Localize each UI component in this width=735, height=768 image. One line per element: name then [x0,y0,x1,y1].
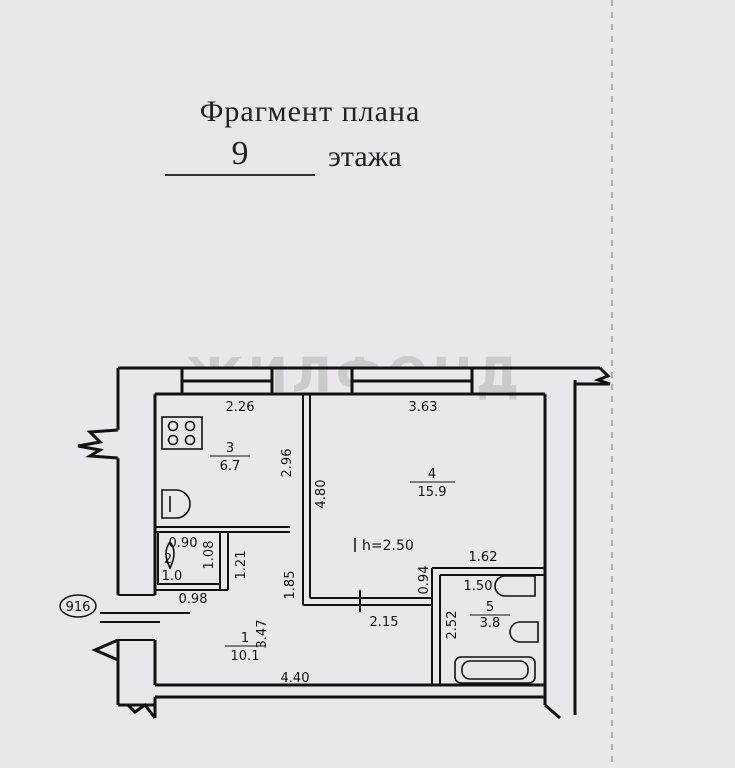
room-5-number: 5 [486,600,494,615]
room-1-number: 1 [241,631,249,646]
toilet-icon [165,540,175,570]
ceiling-height: h=2.50 [362,538,414,554]
partitions [100,394,545,685]
fixtures [161,416,539,684]
dim-room-width: 3.63 [409,400,438,415]
dim-bath-inner: 1.50 [464,579,493,594]
stair-tag: 916 [66,600,91,615]
dim-bath-depth: 2.52 [445,611,460,640]
room-4-area: 15.9 [418,485,447,500]
stair-tag-outline [59,594,97,618]
dim-room-bottom: 2.15 [370,615,399,630]
bath-sink-icon [509,621,539,643]
floor-word: этажа [328,140,402,173]
room-2-area: 1.0 [162,569,183,584]
room-2-number: 2 [164,552,172,567]
bathtub-icon [454,656,536,684]
dim-wc-depth: 1.08 [202,541,217,570]
dim-bath-side: 0.94 [417,566,432,595]
dim-hall-length: 4.40 [281,671,310,686]
room-5-area: 3.8 [480,616,501,631]
sink-icon [161,489,191,519]
room-4-number: 4 [428,467,436,482]
outer-walls [77,366,611,720]
bath-toilet-icon [494,575,536,597]
dim-kitchen-depth: 2.96 [280,449,295,478]
stove-icon [161,416,203,450]
dim-bath-top: 1.62 [469,550,498,565]
dim-hall-notch: 1.21 [234,551,249,580]
dim-kitchen-width: 2.26 [226,400,255,415]
floor-number: 9 [165,136,315,176]
plan-title: Фрагмент плана [199,95,421,128]
room-3-number: 3 [226,441,234,456]
dim-hall-depth-left: 1.85 [283,571,298,600]
dim-wc-bottom: 0.98 [179,592,208,607]
dim-room-depth: 4.80 [314,480,329,509]
dim-hall-depth: 3.47 [255,620,270,649]
dim-wc-width: 0.90 [169,536,198,551]
room-1-area: 10.1 [231,649,260,664]
room-3-area: 6.7 [220,459,241,474]
